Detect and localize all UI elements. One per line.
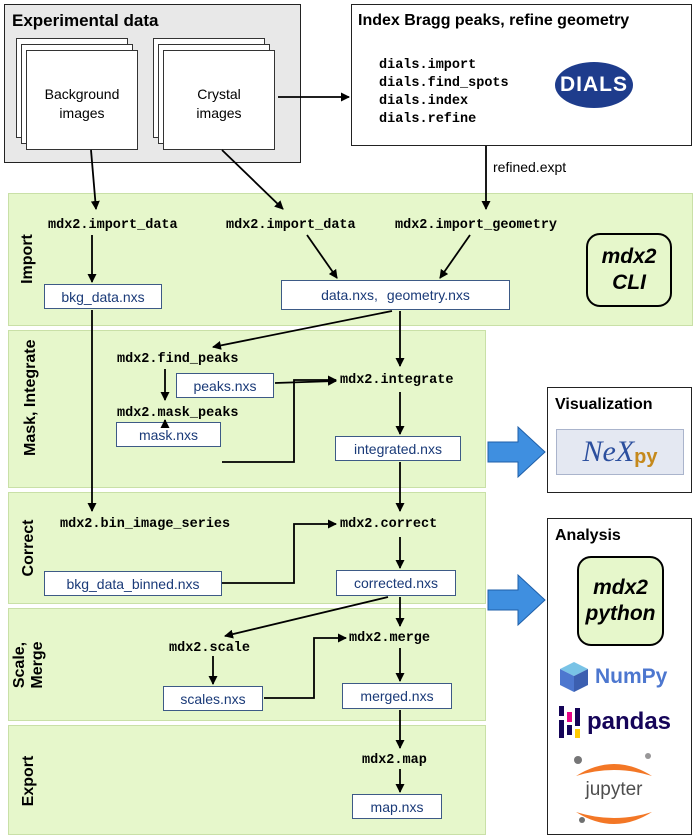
pandas-text: pandas <box>587 708 672 735</box>
numpy-logo: NumPy <box>557 660 685 694</box>
crystal-images-stack-front <box>163 50 275 150</box>
nexpy-logo-main: NeX <box>582 435 635 468</box>
arrow-crystal-to-import <box>221 149 284 210</box>
dials-logo: DIALS <box>555 62 633 108</box>
nexpy-logo: NeX py <box>556 429 684 475</box>
data-geometry-file: data.nxs, geometry.nxs <box>281 280 510 310</box>
data-file-text: data.nxs, <box>321 287 378 303</box>
visualization-title: Visualization <box>555 396 653 413</box>
dials-command-import: dials.import <box>379 58 477 73</box>
numpy-text: NumPy <box>595 665 668 688</box>
scale-command: mdx2.scale <box>169 641 251 656</box>
arrow-mask-to-integrate <box>222 375 337 463</box>
arrow-geometry-to-data <box>439 234 471 279</box>
arrow-data-to-find-peaks <box>212 310 393 350</box>
scales-file: scales.nxs <box>163 686 263 711</box>
jupyter-logo: jupyter <box>564 746 664 828</box>
bkg-data-binned-file: bkg_data_binned.nxs <box>44 571 222 596</box>
index-bragg-panel <box>351 4 692 146</box>
map-file: map.nxs <box>352 794 442 819</box>
arrow-import-to-data <box>306 234 338 279</box>
map-command: mdx2.map <box>362 753 427 768</box>
pandas-bars-icon <box>559 706 580 738</box>
crystal-images-label-line1: Crystal <box>197 86 241 102</box>
crystal-images-label-line2: images <box>196 105 242 121</box>
bkg-data-file: bkg_data.nxs <box>44 284 162 309</box>
big-arrow-to-analysis <box>487 573 546 627</box>
correct-command: mdx2.correct <box>340 517 438 532</box>
jupyter-text: jupyter <box>585 779 643 800</box>
arrow-corrected-to-scale <box>224 596 389 639</box>
import-data-bkg-command: mdx2.import_data <box>48 218 178 233</box>
peaks-file: peaks.nxs <box>176 373 274 398</box>
integrate-command: mdx2.integrate <box>340 373 454 388</box>
experimental-data-title: Experimental data <box>12 11 159 30</box>
index-bragg-title: Index Bragg peaks, refine geometry <box>358 12 630 29</box>
integrated-file: integrated.nxs <box>335 436 461 461</box>
import-data-crystal-command: mdx2.import_data <box>226 218 356 233</box>
geometry-file-text: geometry.nxs <box>386 287 470 303</box>
arrow-scales-to-merge <box>264 633 347 699</box>
find-peaks-command: mdx2.find_peaks <box>117 352 239 367</box>
big-arrow-to-visualization <box>487 425 546 479</box>
py-line1: mdx2 <box>593 576 648 599</box>
mdx2-cli-box: mdx2 CLI <box>586 233 672 307</box>
dials-command-index: dials.index <box>379 94 469 109</box>
background-images-label-line2: images <box>59 105 105 121</box>
dials-command-refine: dials.refine <box>379 112 477 127</box>
background-images-label-line1: Background <box>44 86 120 102</box>
mask-peaks-command: mdx2.mask_peaks <box>117 406 239 421</box>
py-line2: python <box>585 602 656 625</box>
arrow-peaks-to-integrate <box>274 376 337 386</box>
dials-logo-text: DIALS <box>560 73 628 96</box>
refined-expt-label: refined.expt <box>493 159 567 175</box>
analysis-title: Analysis <box>555 527 621 544</box>
corrected-file: corrected.nxs <box>336 570 456 596</box>
arrow-background-to-import <box>90 149 100 210</box>
arrow-binned-to-correct <box>222 519 337 584</box>
mdx2-python-box: mdx2 python <box>577 556 664 646</box>
jupyter-icon <box>574 753 652 824</box>
pandas-logo: pandas <box>557 704 687 740</box>
nexpy-logo-sub: py <box>634 445 658 468</box>
cli-line1: mdx2 <box>601 245 657 268</box>
numpy-cube-icon <box>560 662 588 692</box>
cli-line2: CLI <box>612 271 646 294</box>
import-geometry-command: mdx2.import_geometry <box>395 218 558 233</box>
background-images-stack-front <box>26 50 138 150</box>
bin-image-series-command: mdx2.bin_image_series <box>60 517 231 532</box>
merge-command: mdx2.merge <box>349 631 431 646</box>
dials-command-find-spots: dials.find_spots <box>379 76 509 91</box>
merged-file: merged.nxs <box>342 683 452 709</box>
